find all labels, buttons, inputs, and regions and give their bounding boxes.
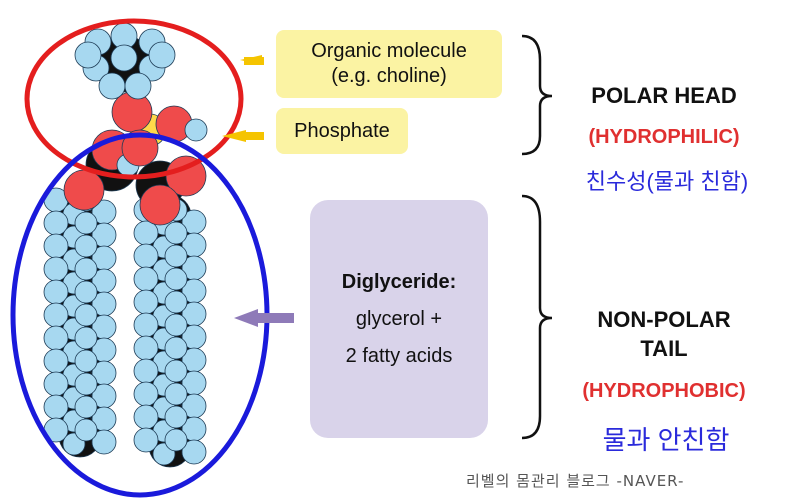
diglyceride-line2: 2 fatty acids (345, 344, 453, 367)
polar-head-subtitle: (HYDROPHILIC) (588, 126, 740, 148)
tail-title-line1: NON-POLAR (597, 307, 731, 332)
hydrogen-atom (74, 349, 98, 373)
hydrogen-atom (164, 359, 188, 383)
phosphate-arrow-shaft (244, 132, 264, 140)
polar-head-outline (24, 18, 244, 180)
tail-subtitle: (HYDROPHOBIC) (582, 380, 746, 402)
hydrogen-atom (164, 336, 188, 360)
phosphate-arrow-icon (222, 130, 246, 142)
hydrogen-atom (184, 118, 208, 142)
hydrogen-atom (181, 439, 207, 465)
hydrogen-atom (74, 372, 98, 396)
hydrogen-atom (164, 221, 188, 245)
hydrogen-atom (164, 382, 188, 406)
hydrogen-atom (74, 418, 98, 442)
hydrogen-atom (74, 234, 98, 258)
tail-title: NON-POLAR TAIL (564, 306, 764, 363)
oxygen-atom (63, 169, 105, 211)
hydrogen-atom (124, 72, 152, 100)
oxygen-atom (165, 155, 207, 197)
watermark: 리벨의 몸관리 블로그 -NAVER- (466, 472, 685, 490)
tail-brace (521, 194, 553, 440)
hydrogen-atom (74, 395, 98, 419)
organic-molecule-text: Organic molecule (311, 40, 467, 62)
hydrogen-atom (133, 427, 159, 453)
hydrogen-atom (164, 244, 188, 268)
hydrogen-atom (74, 303, 98, 327)
diglyceride-label: Diglyceride: glycerol + 2 fatty acids (310, 200, 488, 438)
hydrogen-atom (74, 211, 98, 235)
hydrogen-atom (110, 44, 138, 72)
phosphate-text: Phosphate (294, 119, 390, 142)
hydrogen-atom (91, 429, 117, 455)
oxygen-atom (111, 91, 153, 133)
hydrogen-atom (164, 267, 188, 291)
oxygen-atom (121, 129, 159, 167)
hydrogen-atom (148, 41, 176, 69)
tail-title-line2: TAIL (640, 335, 688, 361)
hydrogen-atom (164, 428, 188, 452)
hydrogen-atom (164, 405, 188, 429)
hydrogen-atom (74, 41, 102, 69)
polar-head-brace (521, 34, 553, 156)
hydrogen-atom (164, 290, 188, 314)
organic-example-text: (e.g. choline) (331, 65, 447, 87)
polar-head-title: POLAR HEAD (591, 83, 737, 108)
diglyceride-line1: glycerol + (355, 307, 443, 330)
hydrogen-atom (74, 280, 98, 304)
polar-head-korean: 친수성(물과 친함) (585, 169, 749, 194)
organic-arrow-shaft (244, 57, 264, 65)
organic-molecule-label: Organic molecule (e.g. choline) (276, 30, 502, 98)
hydrogen-atom (74, 257, 98, 281)
diglyceride-arrow-shaft (256, 313, 294, 323)
oxygen-atom (139, 184, 181, 226)
hydrogen-atom (74, 326, 98, 350)
diglyceride-arrow-icon (234, 309, 258, 327)
phosphate-label: Phosphate (276, 108, 408, 154)
hydrogen-atom (164, 313, 188, 337)
hydrogen-atom (98, 72, 126, 100)
tail-korean: 물과 안친함 (602, 425, 730, 455)
phospholipid-molecule (43, 22, 208, 468)
diglyceride-title: Diglyceride: (341, 270, 457, 293)
